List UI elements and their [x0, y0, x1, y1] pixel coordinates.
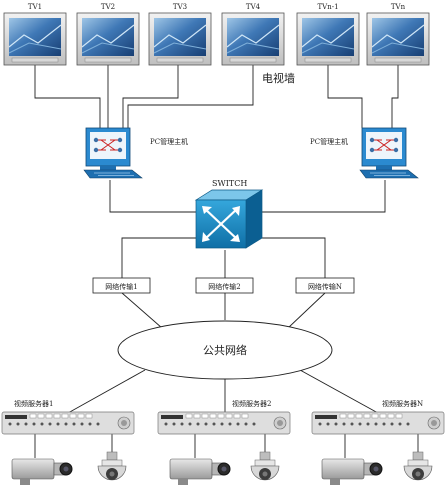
transmission-box-n [295, 277, 355, 294]
video-server-label-2: 视频服务器2 [232, 399, 271, 408]
tv-monitor-3 [148, 12, 212, 66]
pc-management-host-right [359, 127, 419, 179]
dome-camera-icon-2 [250, 451, 280, 481]
pc-left-label: PC管理主机 [150, 137, 188, 146]
pc-right-label: PC管理主机 [310, 137, 348, 146]
tv-monitor-n-1 [296, 12, 360, 66]
tv-monitor-2 [76, 12, 140, 66]
transmission-label-1: 网络传输1 [105, 282, 137, 291]
video-wall-label: 电视墙 [262, 71, 295, 85]
tv-monitor-n [366, 12, 430, 66]
transmission-label-2: 网络传输2 [208, 282, 240, 291]
transmission-box-1 [92, 277, 151, 294]
tv-monitor-1 [3, 12, 67, 66]
dome-camera-icon-n [403, 451, 433, 481]
transmission-label-n: 网络传输N [308, 282, 342, 291]
connection-lines [34, 65, 419, 458]
switch-icon [194, 189, 264, 249]
tv-label-3: TV3 [173, 3, 187, 11]
box-camera-icon-n [321, 458, 383, 486]
switch-label: SWITCH [212, 179, 247, 188]
pc-management-host-left [83, 127, 143, 179]
dome-camera-icon-1 [97, 451, 127, 481]
transmission-box-2 [195, 277, 254, 294]
tv-label-1: TV1 [28, 3, 42, 11]
public-network-label: 公共网络 [203, 343, 247, 357]
tv-label-4: TV4 [246, 3, 261, 11]
tv-label-n-1: TVn-1 [317, 3, 338, 11]
tv-label-n: TVn [391, 3, 406, 11]
box-camera-icon-2 [169, 458, 231, 486]
video-server-label-n: 视频服务器N [382, 399, 423, 408]
box-camera-icon-1 [11, 458, 73, 486]
tv-monitor-4 [221, 12, 285, 66]
tv-label-2: TV2 [101, 3, 115, 11]
video-server-label-1: 视频服务器1 [14, 399, 53, 408]
public-network-ellipse [117, 320, 333, 380]
